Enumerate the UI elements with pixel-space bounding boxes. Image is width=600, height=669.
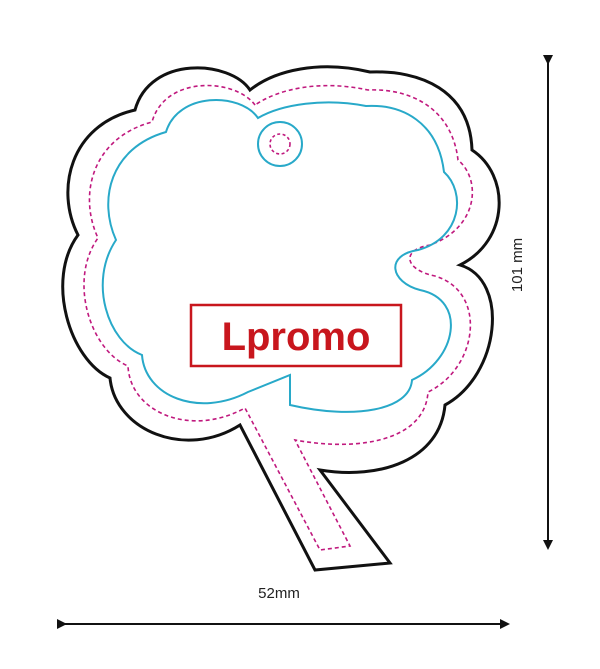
width-label: 52mm	[258, 585, 300, 602]
logo-text: Lpromo	[222, 315, 371, 359]
safe-line	[83, 84, 474, 551]
logo: Lpromo	[189, 303, 403, 368]
cut-line	[101, 99, 458, 413]
hanging-hole-cut	[257, 121, 303, 167]
outer-outline	[61, 65, 501, 572]
hanging-hole-safe	[269, 133, 291, 155]
logo-frame	[189, 303, 403, 368]
height-label: 101 mm	[509, 238, 526, 292]
